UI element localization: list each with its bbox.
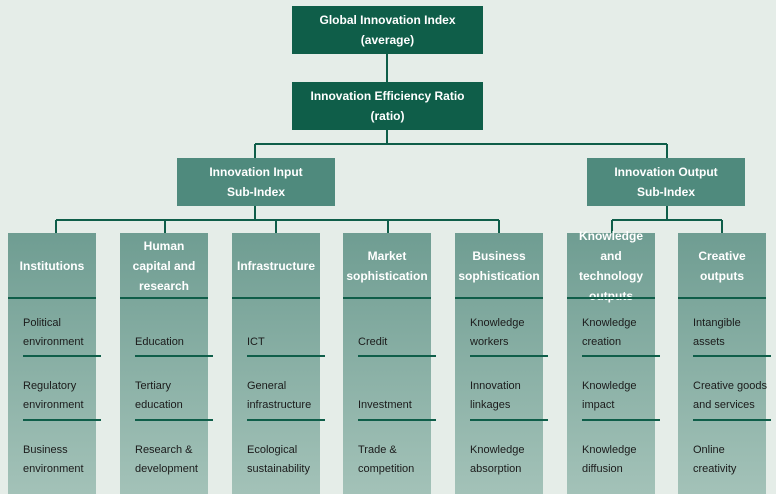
sub-pillar-item: Political environment	[23, 317, 84, 348]
sub-pillar-item: Investment	[358, 399, 412, 411]
sub-pillar-item: Innovation linkages	[470, 380, 521, 411]
innovation-output-subindex-box: Innovation Output Sub-Index	[587, 158, 745, 206]
sub-pillar-item: Credit	[358, 336, 388, 348]
innovation-efficiency-ratio-label: Innovation Efficiency Ratio (ratio)	[310, 89, 465, 123]
global-innovation-index-label: Global Innovation Index (average)	[319, 13, 456, 47]
sub-pillar-item: Online creativity	[693, 444, 737, 475]
global-innovation-index-box: Global Innovation Index (average)	[292, 6, 483, 54]
sub-pillar-divider	[358, 355, 436, 357]
pillar-title: Market sophistication	[346, 248, 428, 283]
innovation-input-subindex-label: Innovation Input Sub-Index	[209, 165, 303, 199]
sub-pillar-item: Regulatory environment	[23, 380, 84, 411]
sub-pillar-item: Creative goods and services	[693, 380, 767, 411]
pillar-divider	[343, 297, 431, 299]
sub-pillar-item: Knowledge impact	[582, 380, 637, 411]
innovation-input-subindex-box: Innovation Input Sub-Index	[177, 158, 335, 206]
sub-pillar-divider	[470, 355, 548, 357]
sub-pillar-item: Tertiary education	[135, 380, 183, 411]
pillar-title: Institutions	[19, 258, 85, 273]
pillar-divider	[232, 297, 320, 299]
pillar-title: Infrastructure	[236, 258, 316, 273]
sub-pillar-divider	[693, 355, 771, 357]
pillar-divider	[567, 297, 655, 299]
sub-pillar-item: Knowledge absorption	[470, 444, 525, 475]
sub-pillar-divider	[470, 419, 548, 421]
pillar-title: Creative outputs	[698, 248, 746, 283]
sub-pillar-item: ICT	[247, 336, 265, 348]
sub-pillar-divider	[358, 419, 436, 421]
sub-pillar-item: Education	[135, 336, 184, 348]
sub-pillar-item: Ecological sustainability	[247, 444, 310, 475]
sub-pillar-item: General infrastructure	[247, 380, 312, 411]
pillar-title: Human capital and research	[132, 238, 196, 293]
pillar-divider	[455, 297, 543, 299]
sub-pillar-divider	[23, 419, 101, 421]
sub-pillar-divider	[247, 355, 325, 357]
sub-pillar-item: Business environment	[23, 444, 84, 475]
pillar-title: Business sophistication	[458, 248, 540, 283]
sub-pillar-divider	[693, 419, 771, 421]
sub-pillar-divider	[135, 355, 213, 357]
sub-pillar-divider	[23, 355, 101, 357]
pillar-divider	[678, 297, 766, 299]
innovation-output-subindex-label: Innovation Output Sub-Index	[614, 165, 718, 199]
sub-pillar-item: Research & development	[135, 444, 198, 475]
sub-pillar-item: Intangible assets	[693, 317, 741, 348]
sub-pillar-item: Knowledge creation	[582, 317, 637, 348]
sub-pillar-divider	[135, 419, 213, 421]
pillar-divider	[120, 297, 208, 299]
pillar-title: Knowledge and technology outputs	[578, 228, 643, 303]
sub-pillar-divider	[247, 419, 325, 421]
sub-pillar-item: Knowledge diffusion	[582, 444, 637, 475]
sub-pillar-item: Knowledge workers	[470, 317, 525, 348]
innovation-efficiency-ratio-box: Innovation Efficiency Ratio (ratio)	[292, 82, 483, 130]
pillar-divider	[8, 297, 96, 299]
sub-pillar-item: Trade & competition	[358, 444, 415, 475]
sub-pillar-divider	[582, 419, 660, 421]
sub-pillar-divider	[582, 355, 660, 357]
